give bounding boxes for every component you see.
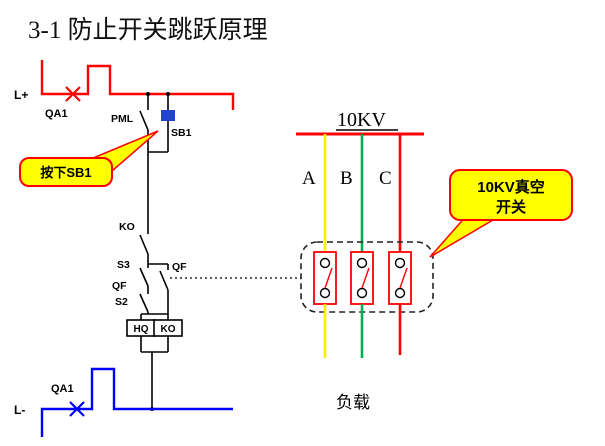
switch-blade: [399, 267, 408, 289]
label-l-minus: L-: [14, 403, 25, 417]
callout-press-sb1: 按下SB1: [19, 130, 159, 187]
label-qf-left: QF: [112, 280, 127, 292]
label-s2: S2: [115, 296, 128, 308]
control-circuit: L+ QA1 PML SB1 KO S3 QF S2: [14, 60, 301, 437]
label-s3: S3: [117, 259, 130, 271]
pml-contact-blade: [139, 110, 149, 131]
callout-vacuum-switch-text-line1: 10KV真空: [477, 178, 545, 196]
label-qa1-bottom: QA1: [51, 383, 74, 395]
s2-contact-blade: [139, 293, 149, 313]
label-phase-c: C: [379, 168, 392, 189]
switch-blade: [324, 267, 333, 289]
qa1-bottom-contact-x-icon: [69, 401, 85, 417]
callout-vacuum-switch: 10KV真空 开关: [429, 169, 573, 258]
contact-dot: [394, 257, 406, 269]
s3-contact-blade: [139, 267, 149, 287]
label-hq-coil: HQ: [134, 324, 149, 335]
label-bus-voltage: 10KV: [337, 109, 386, 131]
contact-dot: [356, 287, 368, 299]
switch-blade: [361, 267, 370, 289]
contact-dot: [394, 287, 406, 299]
page-title: 3-1 防止开关跳跃原理: [28, 16, 268, 44]
junction-dot: [146, 92, 150, 96]
contact-dot: [356, 257, 368, 269]
power-circuit: 10KV A B C 负载: [296, 109, 434, 412]
vacuum-switch-enclosure: [300, 241, 434, 313]
label-phase-a: A: [302, 168, 316, 189]
label-phase-b: B: [340, 168, 353, 189]
label-l-plus: L+: [14, 88, 28, 102]
label-sb1: SB1: [171, 127, 192, 139]
contact-dot: [319, 257, 331, 269]
junction-dot: [166, 92, 170, 96]
callout-vacuum-switch-text-line2: 开关: [496, 198, 526, 216]
callout-bubble: [449, 169, 573, 221]
contact-dot: [319, 287, 331, 299]
sb1-button-icon: [161, 110, 175, 121]
label-ko-contact: KO: [119, 221, 135, 233]
negative-rail: [40, 367, 233, 437]
label-pml: PML: [111, 113, 134, 125]
label-qa1-top: QA1: [45, 108, 68, 120]
callout-bubble: [19, 157, 113, 187]
qf-contact-blade: [159, 270, 169, 291]
positive-rail: [40, 60, 235, 110]
label-ko-coil: KO: [161, 324, 176, 335]
label-qf-right: QF: [172, 261, 187, 273]
label-load: 负载: [336, 393, 370, 412]
ko-contact-blade: [139, 234, 149, 255]
callout-press-sb1-text: 按下SB1: [40, 165, 91, 180]
qa1-top-contact-x-icon: [65, 86, 81, 102]
